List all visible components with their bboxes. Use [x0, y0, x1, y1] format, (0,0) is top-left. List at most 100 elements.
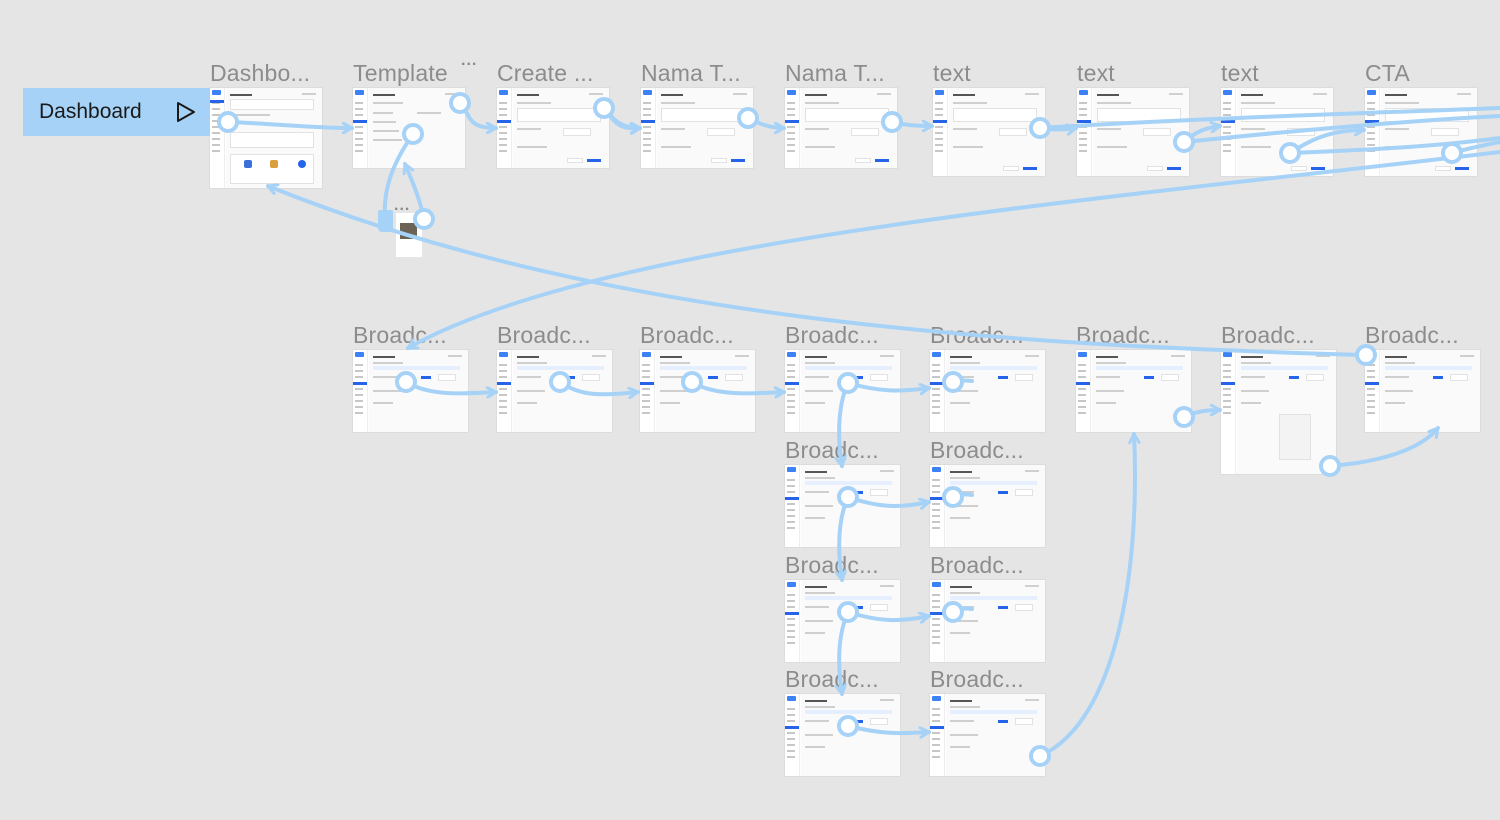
- frame-label[interactable]: Broadc...: [930, 437, 1024, 463]
- frame-sidebar: [641, 88, 656, 168]
- frame-thumbnail[interactable]: [785, 88, 897, 168]
- frame-thumbnail[interactable]: [210, 88, 322, 188]
- frame-label[interactable]: Nama T...: [785, 60, 885, 86]
- frame-label[interactable]: Broadc...: [1221, 322, 1315, 348]
- frame-thumbnail[interactable]: [933, 88, 1045, 176]
- connection-node[interactable]: [837, 715, 859, 737]
- connection-node[interactable]: [681, 371, 703, 393]
- frame-thumbnail[interactable]: [930, 694, 1045, 776]
- frame-sidebar: [785, 694, 800, 776]
- frame-sidebar: [1077, 88, 1092, 176]
- frame-label[interactable]: Broadc...: [930, 552, 1024, 578]
- flow-starting-point[interactable]: Dashboard: [23, 88, 210, 136]
- frame-thumbnail[interactable]: [1077, 88, 1189, 176]
- frame-thumbnail[interactable]: [930, 580, 1045, 662]
- frame-thumbnail[interactable]: [497, 88, 609, 168]
- connection-line[interactable]: [558, 380, 640, 394]
- connection-line[interactable]: [846, 495, 931, 506]
- connection-line[interactable]: [846, 724, 931, 733]
- frame-label[interactable]: text: [1221, 60, 1259, 86]
- connection-node[interactable]: [1441, 142, 1463, 164]
- connection-line[interactable]: [839, 610, 850, 696]
- connection-line[interactable]: [839, 495, 850, 582]
- frame-sidebar: [933, 88, 948, 176]
- frame-label[interactable]: Create ...: [497, 60, 594, 86]
- connection-line[interactable]: [846, 381, 931, 391]
- connection-node[interactable]: [1173, 406, 1195, 428]
- connection-line[interactable]: [839, 381, 850, 468]
- connection-node[interactable]: [837, 486, 859, 508]
- frame-label[interactable]: CTA: [1365, 60, 1410, 86]
- frame-label[interactable]: Broadc...: [930, 666, 1024, 692]
- frame-label[interactable]: Broadc...: [1365, 322, 1459, 348]
- connection-line[interactable]: [1182, 114, 1500, 144]
- connection-node[interactable]: [837, 372, 859, 394]
- frame-sidebar: [640, 350, 655, 432]
- connection-node[interactable]: [737, 107, 759, 129]
- frame-thumbnail[interactable]: [1365, 350, 1480, 432]
- frame-sidebar: [930, 465, 945, 547]
- connection-node[interactable]: [1029, 745, 1051, 767]
- connection-node[interactable]: [837, 601, 859, 623]
- connection-line[interactable]: [226, 120, 354, 128]
- frame-label[interactable]: text: [933, 60, 971, 86]
- frame-sidebar: [210, 88, 225, 188]
- connection-node[interactable]: [395, 371, 417, 393]
- connection-node[interactable]: [449, 92, 471, 114]
- frame-label[interactable]: Broadc...: [785, 666, 879, 692]
- frame-label[interactable]: Broadc...: [497, 322, 591, 348]
- template-more-icon[interactable]: ...: [461, 52, 478, 69]
- frame-thumbnail[interactable]: [640, 350, 755, 432]
- frame-thumbnail[interactable]: [785, 694, 900, 776]
- play-icon[interactable]: [176, 101, 196, 123]
- connection-line[interactable]: [1328, 426, 1440, 468]
- frame-label[interactable]: Nama T...: [641, 60, 741, 86]
- frame-label[interactable]: Template: [353, 60, 448, 86]
- connection-node[interactable]: [413, 208, 435, 230]
- frame-thumbnail[interactable]: [641, 88, 753, 168]
- connection-node[interactable]: [942, 601, 964, 623]
- frame-label[interactable]: Broadc...: [785, 437, 879, 463]
- frame-label[interactable]: Broadc...: [785, 552, 879, 578]
- connection-line[interactable]: [266, 186, 1368, 357]
- connection-line[interactable]: [404, 380, 498, 393]
- frame-label[interactable]: text: [1077, 60, 1115, 86]
- frame-sidebar: [353, 88, 368, 168]
- connection-node[interactable]: [549, 371, 571, 393]
- frame-sidebar: [353, 350, 368, 432]
- frame-label[interactable]: Broadc...: [785, 322, 879, 348]
- frame-thumbnail[interactable]: [930, 465, 1045, 547]
- flow-start-label: Dashboard: [39, 100, 142, 123]
- connection-node[interactable]: [1279, 142, 1301, 164]
- connection-node[interactable]: [1319, 455, 1341, 477]
- connection-line[interactable]: [1288, 136, 1500, 155]
- frame-sidebar: [497, 88, 512, 168]
- connection-node[interactable]: [217, 111, 239, 133]
- connection-line[interactable]: [1038, 106, 1500, 130]
- connection-node[interactable]: [1173, 131, 1195, 153]
- frame-thumbnail[interactable]: [353, 350, 468, 432]
- frame-sidebar: [497, 350, 512, 432]
- overlay-more-icon[interactable]: ...: [394, 197, 411, 214]
- frame-thumbnail[interactable]: [1221, 350, 1336, 474]
- connection-node[interactable]: [881, 111, 903, 133]
- frame-sidebar: [930, 580, 945, 662]
- frame-thumbnail[interactable]: [785, 350, 900, 432]
- connection-node[interactable]: [1029, 117, 1051, 139]
- connection-line[interactable]: [1038, 432, 1135, 758]
- connection-line[interactable]: [382, 132, 415, 230]
- connection-node[interactable]: [942, 486, 964, 508]
- frame-label[interactable]: Dashbo...: [210, 60, 311, 86]
- frame-label[interactable]: Broadc...: [640, 322, 734, 348]
- connection-line[interactable]: [406, 150, 1500, 350]
- connection-node[interactable]: [593, 97, 615, 119]
- connection-node[interactable]: [942, 371, 964, 393]
- frame-thumbnail[interactable]: [930, 350, 1045, 432]
- connection-node[interactable]: [1355, 344, 1377, 366]
- connection-node[interactable]: [402, 123, 424, 145]
- connection-line[interactable]: [690, 380, 786, 393]
- connection-line[interactable]: [846, 610, 931, 620]
- frame-thumbnail[interactable]: [497, 350, 612, 432]
